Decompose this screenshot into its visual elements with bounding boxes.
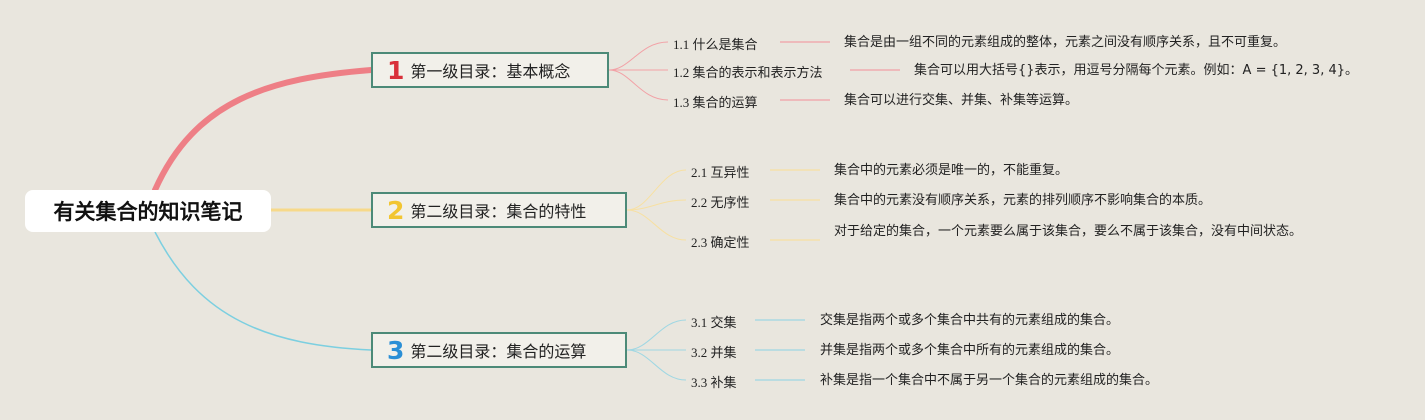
b2-item-3-label[interactable]: 2.3 确定性	[691, 235, 750, 250]
branch-3-number: 3	[387, 335, 405, 365]
branch-1-number: 1	[387, 55, 405, 85]
b1-item-3-desc[interactable]: 集合可以进行交集、并集、补集等运算。	[844, 93, 1079, 108]
b2-item-1-desc[interactable]: 集合中的元素必须是唯一的，不能重复。	[834, 163, 1069, 178]
b3-item-2-desc[interactable]: 并集是指两个或多个集合中所有的元素组成的集合。	[820, 343, 1120, 358]
b1-item-1-desc[interactable]: 集合是由一组不同的元素组成的整体，元素之间没有顺序关系，且不可重复。	[844, 35, 1287, 50]
link-b3-item-1	[626, 319, 687, 351]
link-b2-item-1	[626, 169, 687, 211]
b2-item-2-label[interactable]: 2.2 无序性	[691, 195, 750, 210]
branch-3-title: 第二级目录：集合的运算	[410, 342, 587, 361]
b3-item-1-desc[interactable]: 交集是指两个或多个集合中共有的元素组成的集合。	[820, 313, 1120, 328]
branch-3[interactable]: 3 第二级目录：集合的运算	[371, 332, 627, 368]
branch-2-title: 第二级目录：集合的特性	[410, 202, 587, 221]
b3-item-2-label[interactable]: 3.2 并集	[691, 345, 737, 360]
root-topic[interactable]: 有关集合的知识笔记	[25, 190, 271, 232]
b3-item-1-label[interactable]: 3.1 交集	[691, 315, 737, 330]
b2-item-3-desc[interactable]: 对于给定的集合，一个元素要么属于该集合，要么不属于该集合，没有中间状态。	[834, 224, 1303, 239]
b1-item-2-label[interactable]: 1.2 集合的表示和表示方法	[673, 65, 823, 80]
link-b2-item-3	[626, 209, 687, 241]
link-b1-item-1	[608, 41, 669, 71]
branch-1-title: 第一级目录：基本概念	[410, 62, 571, 81]
b1-item-3-label[interactable]: 1.3 集合的运算	[673, 95, 758, 110]
b3-item-3-desc[interactable]: 补集是指一个集合中不属于另一个集合的元素组成的集合。	[820, 373, 1159, 388]
b3-item-3-label[interactable]: 3.3 补集	[691, 375, 737, 390]
b2-item-2-desc[interactable]: 集合中的元素没有顺序关系，元素的排列顺序不影响集合的本质。	[834, 193, 1212, 208]
branch-1[interactable]: 1 第一级目录：基本概念	[371, 52, 609, 88]
b2-item-1-label[interactable]: 2.1 互异性	[691, 165, 750, 180]
link-b1-item-3	[608, 69, 669, 101]
b1-item-2-desc[interactable]: 集合可以用大括号{}表示，用逗号分隔每个元素。例如：A = {1, 2, 3, …	[914, 63, 1359, 78]
branch-2[interactable]: 2 第二级目录：集合的特性	[371, 192, 627, 228]
branch-2-number: 2	[387, 195, 405, 225]
b1-item-1-label[interactable]: 1.1 什么是集合	[673, 37, 758, 52]
link-root-branch-1	[152, 67, 374, 193]
link-b2-item-2	[626, 199, 687, 211]
link-b3-item-3	[626, 349, 687, 381]
link-root-branch-3	[154, 231, 372, 351]
